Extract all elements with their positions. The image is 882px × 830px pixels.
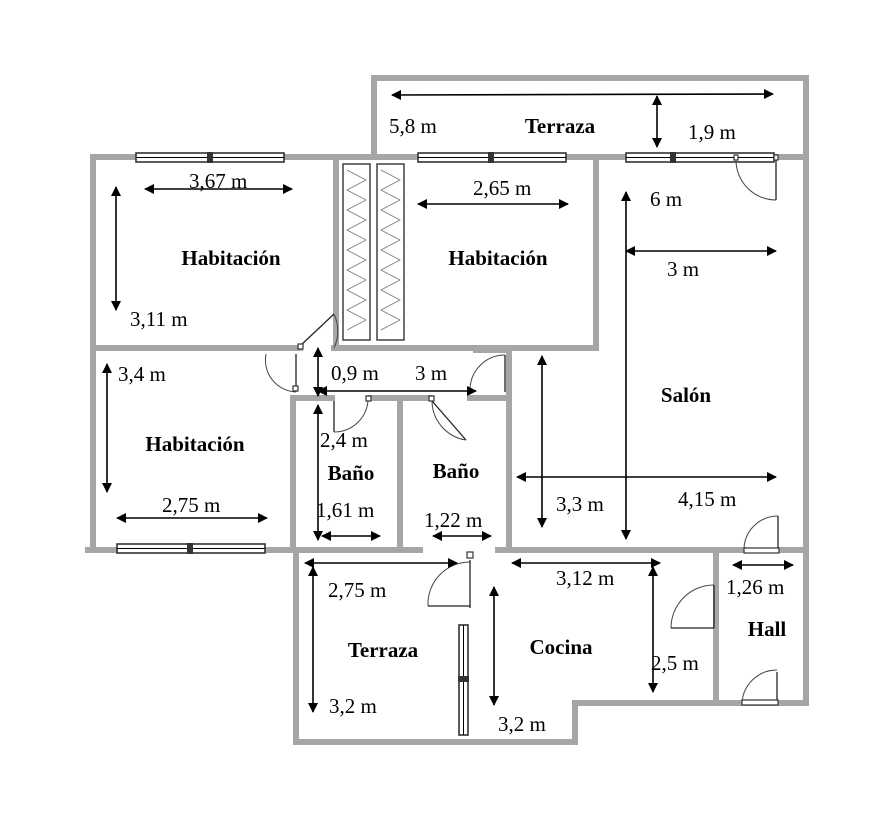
dim-cocina-height-right: 2,5 m — [651, 651, 699, 675]
window-terraza-cocina — [458, 624, 469, 736]
door-hab-tl — [297, 313, 339, 350]
door-salon-pasillo — [469, 354, 506, 392]
room-hall: Hall — [748, 617, 787, 641]
dim-salon-width-lower: 4,15 m — [678, 487, 736, 511]
door-bano-1 — [333, 395, 372, 433]
dim-bano-1-height: 2,4 m — [320, 428, 368, 452]
dim-hab-tl-height: 3,11 m — [130, 307, 188, 331]
door-terraza-salon — [733, 154, 779, 201]
dim-hab-tc-width: 2,65 m — [473, 176, 531, 200]
room-habitacion-tc: Habitación — [448, 246, 547, 270]
dim-salon-height: 6 m — [650, 187, 682, 211]
dim-salon-width-top: 3 m — [667, 257, 699, 281]
dim-terraza-top-depth: 1,9 m — [688, 120, 736, 144]
window-hab-tc — [417, 152, 567, 163]
dim-hab-l-height: 3,4 m — [118, 362, 166, 386]
dim-cocina-width: 3,12 m — [556, 566, 614, 590]
door-bano-2 — [428, 395, 467, 441]
room-salon: Salón — [661, 383, 712, 407]
window-hab-tl — [135, 152, 285, 163]
room-bano-1: Baño — [328, 461, 375, 485]
dim-hab-tl-width: 3,67 m — [189, 169, 247, 193]
dim-hab-l-width: 2,75 m — [162, 493, 220, 517]
dim-bano-1-width: 1,61 m — [316, 498, 374, 522]
dim-salon-height-lower: 3,3 m — [556, 492, 604, 516]
window-hab-l — [116, 543, 266, 554]
closets — [342, 163, 405, 341]
room-terraza-top: Terraza — [525, 114, 596, 138]
room-cocina: Cocina — [530, 635, 594, 659]
room-bano-2: Baño — [433, 459, 480, 483]
door-entrance — [741, 669, 779, 706]
dim-cocina-height: 3,2 m — [498, 712, 546, 736]
room-terraza-bottom: Terraza — [348, 638, 419, 662]
windows — [116, 152, 775, 736]
dim-terraza-bottom-width: 2,75 m — [328, 578, 386, 602]
room-labels: Terraza Habitación Habitación Habitación… — [145, 114, 786, 662]
room-habitacion-tl: Habitación — [181, 246, 280, 270]
doors — [264, 154, 780, 706]
dim-pasillo-length: 3 m — [415, 361, 447, 385]
dimension-arrows — [102, 89, 794, 713]
measurement-labels: 5,8 m 1,9 m 3,67 m 3,11 m 2,65 m 6 m 3 m… — [118, 114, 784, 736]
door-salon-hall — [743, 515, 780, 554]
door-hab-l — [264, 353, 299, 393]
door-terraza-cocina — [427, 551, 474, 608]
dim-terraza-top-width: 5,8 m — [389, 114, 437, 138]
dim-terraza-bottom-height: 3,2 m — [329, 694, 377, 718]
window-salon — [625, 152, 775, 163]
dim-hall-width: 1,26 m — [726, 575, 784, 599]
room-habitacion-l: Habitación — [145, 432, 244, 456]
dim-bano-2-width: 1,22 m — [424, 508, 482, 532]
dim-pasillo-width: 0,9 m — [331, 361, 379, 385]
door-cocina-hall — [670, 584, 715, 629]
